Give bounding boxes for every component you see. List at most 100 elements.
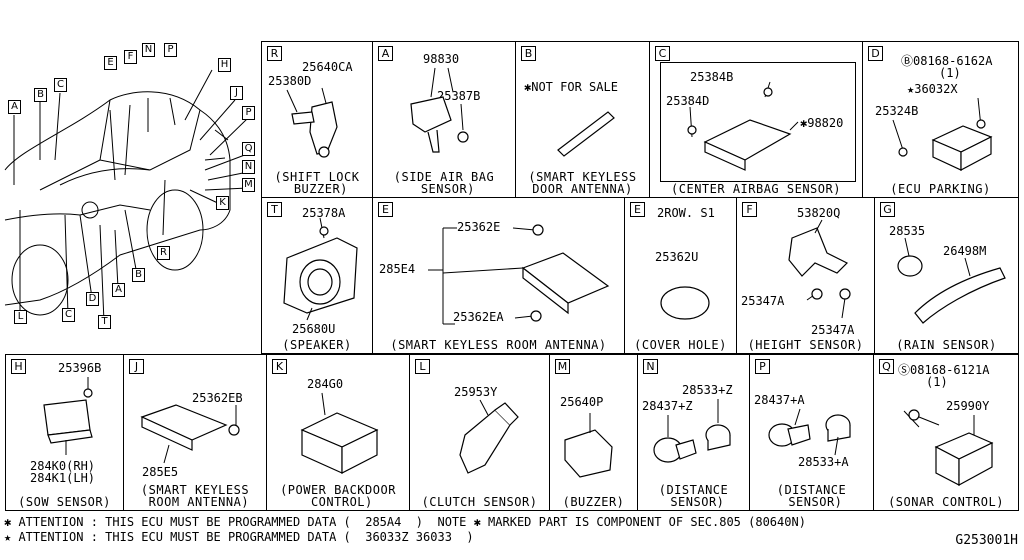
panel-q-sonar-control: Q Ⓢ08168-6121A (1) 25990Y (SONAR CONTROL… <box>873 354 1019 511</box>
panel-caption: (SMART KEYLESS ROOM ANTENNA) <box>390 338 607 352</box>
callout-k[interactable]: K <box>216 196 229 210</box>
part-number: 25640CA <box>302 60 353 74</box>
part-number: 25640P <box>560 395 604 409</box>
callout-c[interactable]: C <box>54 78 67 92</box>
panel-letter: N <box>643 359 658 374</box>
panel-letter: P <box>755 359 770 374</box>
vehicle-overview: A B C E F N P H J P Q N M K R B A T D C … <box>0 40 262 360</box>
callout-f[interactable]: F <box>124 50 137 64</box>
panel-a-side-airbag-sensor: A 98830 25387B (SIDE AIR BAG SENSOR) <box>372 41 516 198</box>
panel-letter: K <box>272 359 287 374</box>
part-number: 25362EB <box>192 391 243 405</box>
panel-c-center-airbag-sensor: C 25384B 25384D ✱98820 (CENTER AIRBAG SE… <box>649 41 863 198</box>
distance-sensor-p-drawing <box>768 408 851 456</box>
panel-e-room-antenna: E 25362E 285E4 25362EA (SMART KEYLESS RO… <box>372 197 625 354</box>
part-number: 285E5 <box>142 465 179 479</box>
part-number: 28437+A <box>754 393 805 407</box>
room-antenna-drawing <box>428 224 610 325</box>
panel-caption: (ECU PARKING) <box>890 182 991 196</box>
rain-sensor-drawing <box>897 237 1006 324</box>
callout-e[interactable]: E <box>104 56 117 70</box>
part-number: Ⓢ08168-6121A <box>898 363 990 377</box>
part-number: 25362E <box>457 220 501 234</box>
panel-caption: (DISTANCE SENSOR) <box>658 483 729 509</box>
callout-p2[interactable]: P <box>242 106 255 120</box>
callout-j[interactable]: J <box>230 86 243 100</box>
panel-letter: F <box>742 202 757 217</box>
part-variant-label: 2ROW. S1 <box>657 206 715 220</box>
buzzer-part-drawing <box>286 87 338 158</box>
part-number: 25387B <box>437 89 481 103</box>
part-number: 28535 <box>889 224 926 238</box>
panel-letter: G <box>880 202 895 217</box>
panel-caption: (COVER HOLE) <box>634 338 727 352</box>
sonar-control-drawing <box>903 409 994 487</box>
part-number: ✱98820 <box>800 116 844 130</box>
panel-caption: (SOW SENSOR) <box>18 495 111 509</box>
part-number: 25953Y <box>454 385 498 399</box>
part-number: Ⓑ08168-6162A <box>901 54 993 68</box>
callout-d[interactable]: D <box>86 292 99 306</box>
panel-letter: J <box>129 359 144 374</box>
part-number: 25362EA <box>453 310 504 324</box>
panel-letter: M <box>555 359 570 374</box>
callout-n[interactable]: N <box>142 43 155 57</box>
clutch-sensor-drawing <box>459 399 519 474</box>
callout-c2[interactable]: C <box>62 308 75 322</box>
panel-caption: (CLUTCH SENSOR) <box>421 495 538 509</box>
panel-m-buzzer: M 25640P (BUZZER) <box>549 354 638 511</box>
part-number: 25347A <box>741 294 785 308</box>
panel-f-height-sensor: F 53820Q 25347A 25347A (HEIGHT SENSOR) <box>736 197 875 354</box>
vehicle-drawing <box>4 69 251 323</box>
panel-letter: C <box>655 46 670 61</box>
callout-l[interactable]: L <box>14 310 27 324</box>
panel-letter: A <box>378 46 393 61</box>
callout-b2[interactable]: B <box>132 268 145 282</box>
part-number: 25378A <box>302 206 346 220</box>
sow-sensor-drawing <box>43 377 93 455</box>
callout-a2[interactable]: A <box>112 283 125 297</box>
part-number: 28533+A <box>798 455 849 469</box>
ecu-parking-drawing <box>892 97 993 171</box>
callout-h[interactable]: H <box>218 58 231 72</box>
callout-b[interactable]: B <box>34 88 47 102</box>
panel-letter: Q <box>879 359 894 374</box>
part-number: 25384B <box>690 70 734 84</box>
part-number: 284K0(RH) <box>30 459 96 473</box>
callout-n2[interactable]: N <box>242 160 255 174</box>
part-number: 98830 <box>423 52 460 66</box>
callout-a[interactable]: A <box>8 100 21 114</box>
part-number: (1) <box>939 66 961 80</box>
callout-t[interactable]: T <box>98 315 111 329</box>
buzzer-drawing <box>564 413 613 478</box>
distance-sensor-n-drawing <box>653 399 731 463</box>
panel-n-distance-sensor: N 28533+Z 28437+Z (DISTANCE SENSOR) <box>637 354 750 511</box>
panel-caption: (SONAR CONTROL) <box>888 495 1004 509</box>
panel-letter: T <box>267 202 282 217</box>
part-number: 285E4 <box>379 262 416 276</box>
panel-caption: (SMART KEYLESS DOOR ANTENNA) <box>528 170 637 196</box>
panel-letter: H <box>11 359 26 374</box>
part-number: 28437+Z <box>642 399 693 413</box>
panel-b-door-antenna: B ✱NOT FOR SALE (SMART KEYLESS DOOR ANTE… <box>515 41 650 198</box>
callout-q[interactable]: Q <box>242 142 255 156</box>
part-number: 53820Q <box>797 206 841 220</box>
panel-caption: (POWER BACKDOOR CONTROL) <box>280 483 396 509</box>
panel-g-rain-sensor: G 28535 26498M (RAIN SENSOR) <box>874 197 1019 354</box>
part-number: ★36032X <box>907 82 958 96</box>
panel-caption: (SMART KEYLESS ROOM ANTENNA) <box>140 483 250 509</box>
panel-caption: (RAIN SENSOR) <box>896 338 997 352</box>
panel-caption: (SPEAKER) <box>282 338 352 352</box>
panel-caption: (CENTER AIRBAG SENSOR) <box>671 182 841 196</box>
callout-m[interactable]: M <box>242 178 255 192</box>
panel-l-clutch-sensor: L 25953Y (CLUTCH SENSOR) <box>409 354 550 511</box>
part-number: 28533+Z <box>682 383 733 397</box>
panel-letter: E <box>378 202 393 217</box>
part-number: 25384D <box>666 94 710 108</box>
panel-letter: D <box>868 46 883 61</box>
cover-hole-drawing <box>660 286 710 320</box>
callout-r[interactable]: R <box>157 246 170 260</box>
panel-caption: (HEIGHT SENSOR) <box>747 338 864 352</box>
part-number: 25324B <box>875 104 919 118</box>
callout-p[interactable]: P <box>164 43 177 57</box>
